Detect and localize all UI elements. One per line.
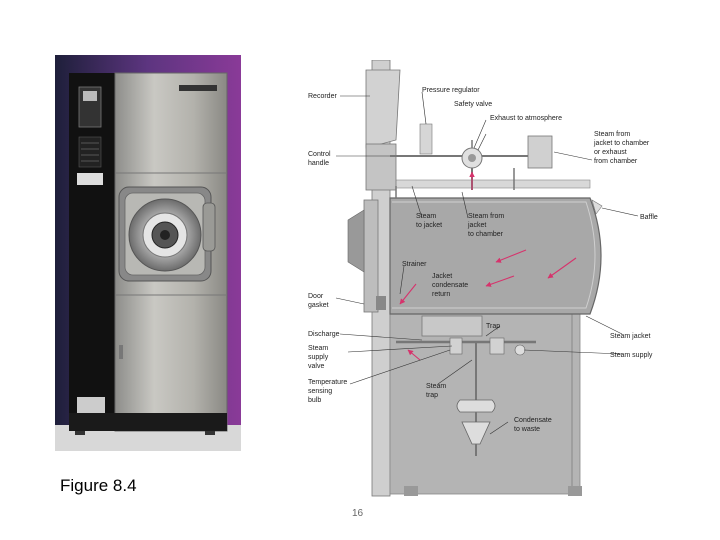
label-strainer: Strainer [402, 261, 427, 268]
label-jacket-condensate-line1: Jacket [432, 273, 452, 280]
label-door-gasket-line1: Door [308, 293, 324, 300]
label-temperature-bulb-line2: sensing [308, 388, 332, 395]
cross-section-drawing: Recorder Pressure regulator Safety valve… [308, 59, 658, 497]
label-discharge: Discharge [308, 331, 340, 338]
label-steam-jacket-chamber-line2: jacket [467, 222, 486, 229]
label-steam-supply-valve-line1: Steam [308, 345, 328, 352]
label-steam-to-jacket-line1: Steam [416, 213, 436, 220]
label-door-gasket-line2: gasket [308, 302, 329, 309]
autoclave-cross-section: Recorder Pressure regulator Safety valve… [300, 59, 670, 500]
label-control-handle-line2: handle [308, 160, 329, 167]
label-steam-trap-line2: trap [426, 392, 438, 399]
recorder-box [365, 69, 401, 149]
label-steam-supply-valve-line2: supply [308, 354, 329, 361]
label-jacket-condensate-line3: return [432, 291, 450, 298]
label-condensate-to-waste-line1: Condensate [514, 417, 552, 424]
label-safety-valve: Safety valve [454, 101, 492, 108]
page-number: 16 [352, 508, 364, 519]
autoclave-photo [55, 55, 241, 451]
label-steam-from-jacket-line1: Steam from [594, 131, 630, 138]
label-jacket-condensate-line2: condensate [432, 282, 468, 289]
baffle-shape [591, 199, 603, 215]
label-steam-jacket-chamber-line3: to chamber [468, 231, 504, 238]
label-control-handle-line1: Control [308, 151, 331, 158]
leader-lines [335, 91, 639, 435]
label-trap: Trap [486, 323, 500, 330]
label-steam-from-jacket-line2: jacket to chamber [593, 140, 650, 147]
label-temperature-bulb-line3: bulb [308, 397, 321, 404]
label-baffle: Baffle [640, 214, 658, 221]
label-steam-supply-valve-line3: valve [308, 363, 324, 370]
label-steam-trap-line1: Steam [426, 383, 446, 390]
label-recorder: Recorder [308, 93, 337, 100]
label-condensate-to-waste-line2: to waste [514, 426, 540, 433]
label-steam-supply: Steam supply [610, 352, 653, 359]
label-steam-to-jacket-line2: to jacket [416, 222, 442, 229]
label-steam-from-jacket-line4: from chamber [594, 158, 638, 165]
label-pressure-regulator: Pressure regulator [422, 87, 480, 94]
label-temperature-bulb-line1: Temperature [308, 379, 347, 386]
label-steam-from-jacket-line3: or exhaust [594, 149, 627, 156]
chamber [389, 197, 602, 315]
steam-flow-arrows [399, 171, 577, 361]
figure-caption: Figure 8.4 [60, 476, 137, 495]
label-exhaust-to-atmosphere: Exhaust to atmosphere [490, 115, 562, 122]
autoclave-photo-drawing [55, 55, 241, 451]
label-steam-jacket: Steam jacket [610, 333, 651, 340]
label-steam-jacket-chamber-line1: Steam from [468, 213, 504, 220]
